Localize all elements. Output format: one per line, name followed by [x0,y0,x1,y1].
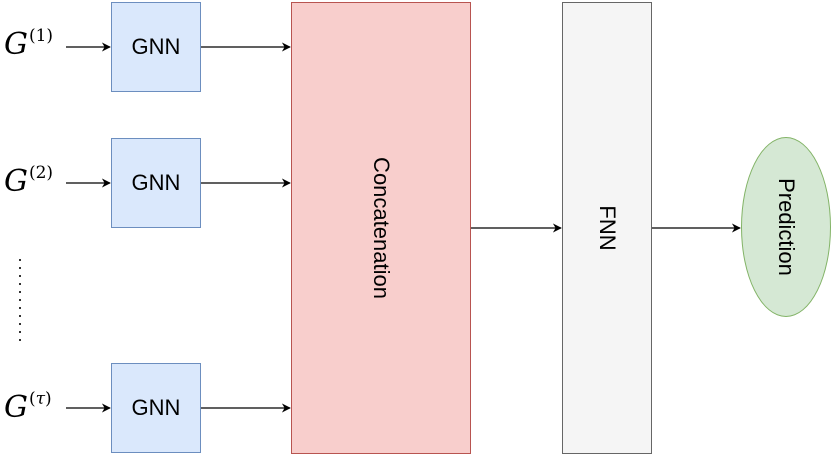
concatenation-block: Concatenation [291,2,471,454]
input-graph-tau-label: G(τ) [4,390,52,425]
prediction-node: Prediction [741,137,831,317]
graph-superscript: (τ) [28,389,52,409]
concatenation-label: Concatenation [369,157,394,299]
gnn-block-1: GNN [111,2,201,92]
fnn-block: FNN [562,2,652,454]
gnn-label: GNN [131,395,181,420]
gnn-block-tau: GNN [111,363,201,453]
graph-symbol: G [4,390,28,425]
gnn-label: GNN [131,170,181,195]
graph-symbol: G [4,164,28,199]
gnn-label: GNN [131,34,181,59]
graph-superscript: (1) [28,26,54,46]
fnn-label: FNN [595,205,620,251]
input-graph-1-label: G(1) [4,27,53,62]
input-graph-2-label: G(2) [4,164,53,199]
gnn-block-2: GNN [111,138,201,228]
prediction-label: Prediction [774,178,799,276]
graph-superscript: (2) [28,163,54,183]
graph-symbol: G [4,27,28,62]
vertical-ellipsis [19,256,21,344]
